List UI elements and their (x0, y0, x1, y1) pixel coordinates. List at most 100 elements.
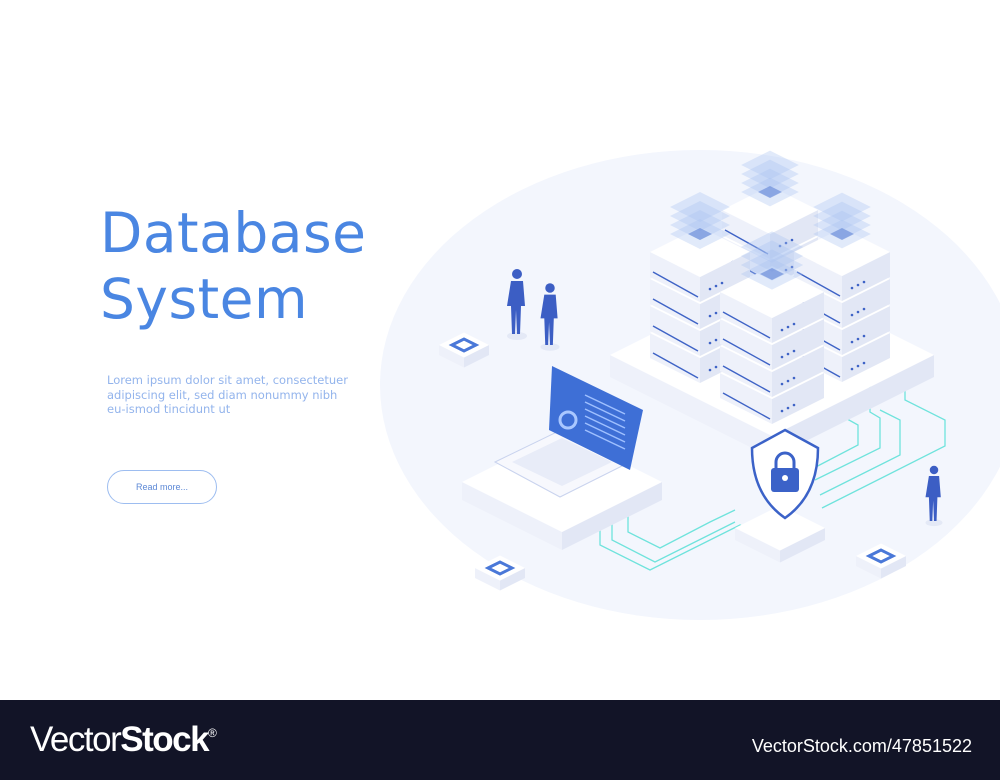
data-layer (813, 192, 871, 222)
server-light (708, 368, 712, 372)
chip-pad-0-top (439, 332, 489, 358)
data-layer (741, 150, 799, 180)
server-light (862, 307, 866, 311)
server-led-line (722, 392, 771, 420)
server-light (784, 268, 788, 272)
screen-text-line (584, 408, 626, 429)
server-stack-left-unit-left (650, 333, 700, 383)
server-stack-front-unit-left (720, 373, 772, 424)
server-stack-front-unit-right (772, 373, 824, 424)
screen-text-line (584, 422, 626, 443)
server-light (720, 281, 724, 285)
server-stack-right-unit-right (842, 306, 890, 355)
keyhole-icon (782, 475, 788, 481)
server-led-line (796, 271, 841, 297)
server-led-line (724, 229, 769, 255)
server-stack-front-unit-top (720, 266, 824, 318)
chip-pad-1 (475, 555, 525, 591)
data-layer (741, 168, 799, 198)
server-light (786, 406, 790, 410)
server-light (850, 313, 854, 317)
server-light (792, 322, 796, 326)
footer-bar: VectorStock® VectorStock.com/47851522 (0, 700, 1000, 780)
server-light (862, 361, 866, 365)
chip-pad-2-top (856, 543, 906, 569)
data-chip (760, 268, 784, 280)
title-line-1: Database (100, 201, 367, 265)
read-more-button[interactable]: Read more... (107, 470, 217, 504)
laptop-platform-left (462, 482, 562, 550)
server-stack-left-unit (650, 227, 750, 302)
data-layer (741, 159, 799, 189)
data-layer (670, 210, 730, 240)
person-body (507, 281, 525, 334)
person-shadow (925, 519, 943, 527)
server-led-line (652, 325, 699, 352)
server-stack-right-unit-right (842, 279, 890, 328)
laptop-keyboard (512, 438, 612, 486)
server-stack-front-unit-right (772, 292, 824, 343)
server-platform-left (610, 355, 772, 458)
server-light (784, 241, 788, 245)
person-walking (925, 465, 943, 527)
server-light (792, 376, 796, 380)
server-light (786, 352, 790, 356)
data-layer (670, 201, 730, 231)
vectorstock-logo[interactable]: VectorStock® (30, 720, 217, 760)
server-stack-right-unit-right (842, 252, 890, 301)
server-stack-left-unit-right (700, 252, 750, 302)
screen-text-line (584, 415, 626, 436)
server-light (850, 367, 854, 371)
data-chip (688, 228, 712, 240)
data-layer (740, 240, 804, 272)
shield-platform (735, 505, 825, 563)
chip-pad-1-left (475, 568, 500, 591)
server-led-line (722, 338, 771, 366)
data-layer (740, 231, 804, 263)
laptop (493, 366, 643, 498)
server-light (786, 325, 790, 329)
server-stack-back-unit (722, 186, 818, 259)
server-light (856, 310, 860, 314)
server-light (714, 311, 718, 315)
server-stack-right-unit-left (794, 252, 842, 301)
description-text: Lorem ipsum dolor sit amet, consectetuer… (107, 373, 348, 416)
server-stack-left-unit-top (650, 227, 750, 277)
server-light (856, 337, 860, 341)
server-light (850, 286, 854, 290)
server-light (792, 349, 796, 353)
server-stack-right-unit-top (794, 228, 890, 276)
chip-pad-1-top (475, 555, 525, 581)
server-stack-front-unit-right (772, 346, 824, 397)
server-light (780, 409, 784, 413)
server-stack-back-unit-right (770, 210, 818, 259)
person-body (925, 475, 941, 521)
server-stack-front-unit (720, 266, 824, 343)
logo-mark: ® (208, 726, 217, 740)
server-stack-right-unit (794, 228, 890, 301)
chip-icon (865, 548, 897, 564)
chart-icon (558, 410, 578, 430)
server-light (786, 379, 790, 383)
person-standing-2 (540, 283, 560, 351)
server-stack-back-unit-top (722, 186, 818, 234)
chip-pad-1-right (500, 568, 525, 591)
server-stack-front-unit-right (772, 319, 824, 370)
title-line-2: System (100, 267, 309, 331)
server-light (792, 403, 796, 407)
chip-icon (484, 560, 516, 576)
stock-id: VectorStock.com/47851522 (751, 736, 972, 756)
laptop-platform-right (562, 482, 662, 550)
server-light (780, 355, 784, 359)
server-light (780, 328, 784, 332)
screen-text-line (584, 429, 626, 450)
server-led-line (722, 311, 771, 339)
database-illustration (380, 150, 1000, 620)
data-layer (813, 210, 871, 240)
server-led-line (652, 271, 699, 298)
server-stack-front-unit-left (720, 319, 772, 370)
server-stack-front-unit-left (720, 346, 772, 397)
server-stack-front (720, 231, 824, 424)
chip-icon (448, 337, 480, 353)
